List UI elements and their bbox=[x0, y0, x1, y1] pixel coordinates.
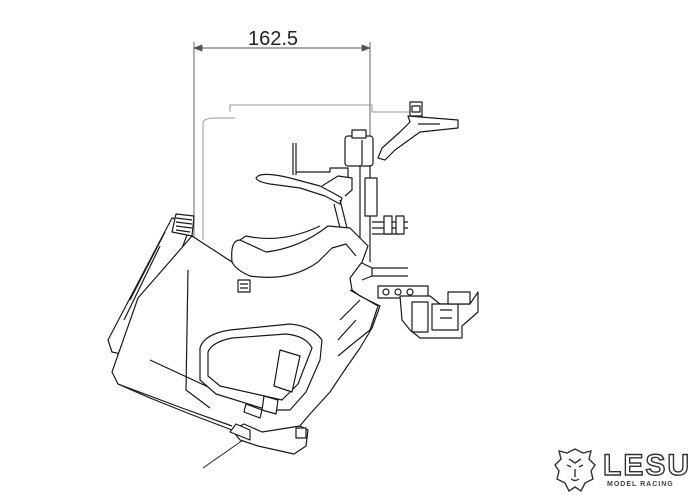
mount-frame bbox=[292, 143, 429, 299]
dimension-label: 162.5 bbox=[248, 28, 299, 50]
brand-logo: LESU MODEL RACING bbox=[553, 445, 693, 495]
hinge-bracket bbox=[344, 101, 459, 167]
brand-tagline: MODEL RACING bbox=[607, 481, 674, 488]
suspension-block bbox=[399, 291, 479, 339]
cab-ghost-outline bbox=[202, 104, 410, 240]
lion-head-icon bbox=[554, 448, 596, 493]
leader-line bbox=[202, 439, 244, 469]
cab-body bbox=[107, 213, 381, 455]
brand-name: LESU bbox=[602, 448, 692, 482]
dimension-line bbox=[193, 42, 371, 245]
